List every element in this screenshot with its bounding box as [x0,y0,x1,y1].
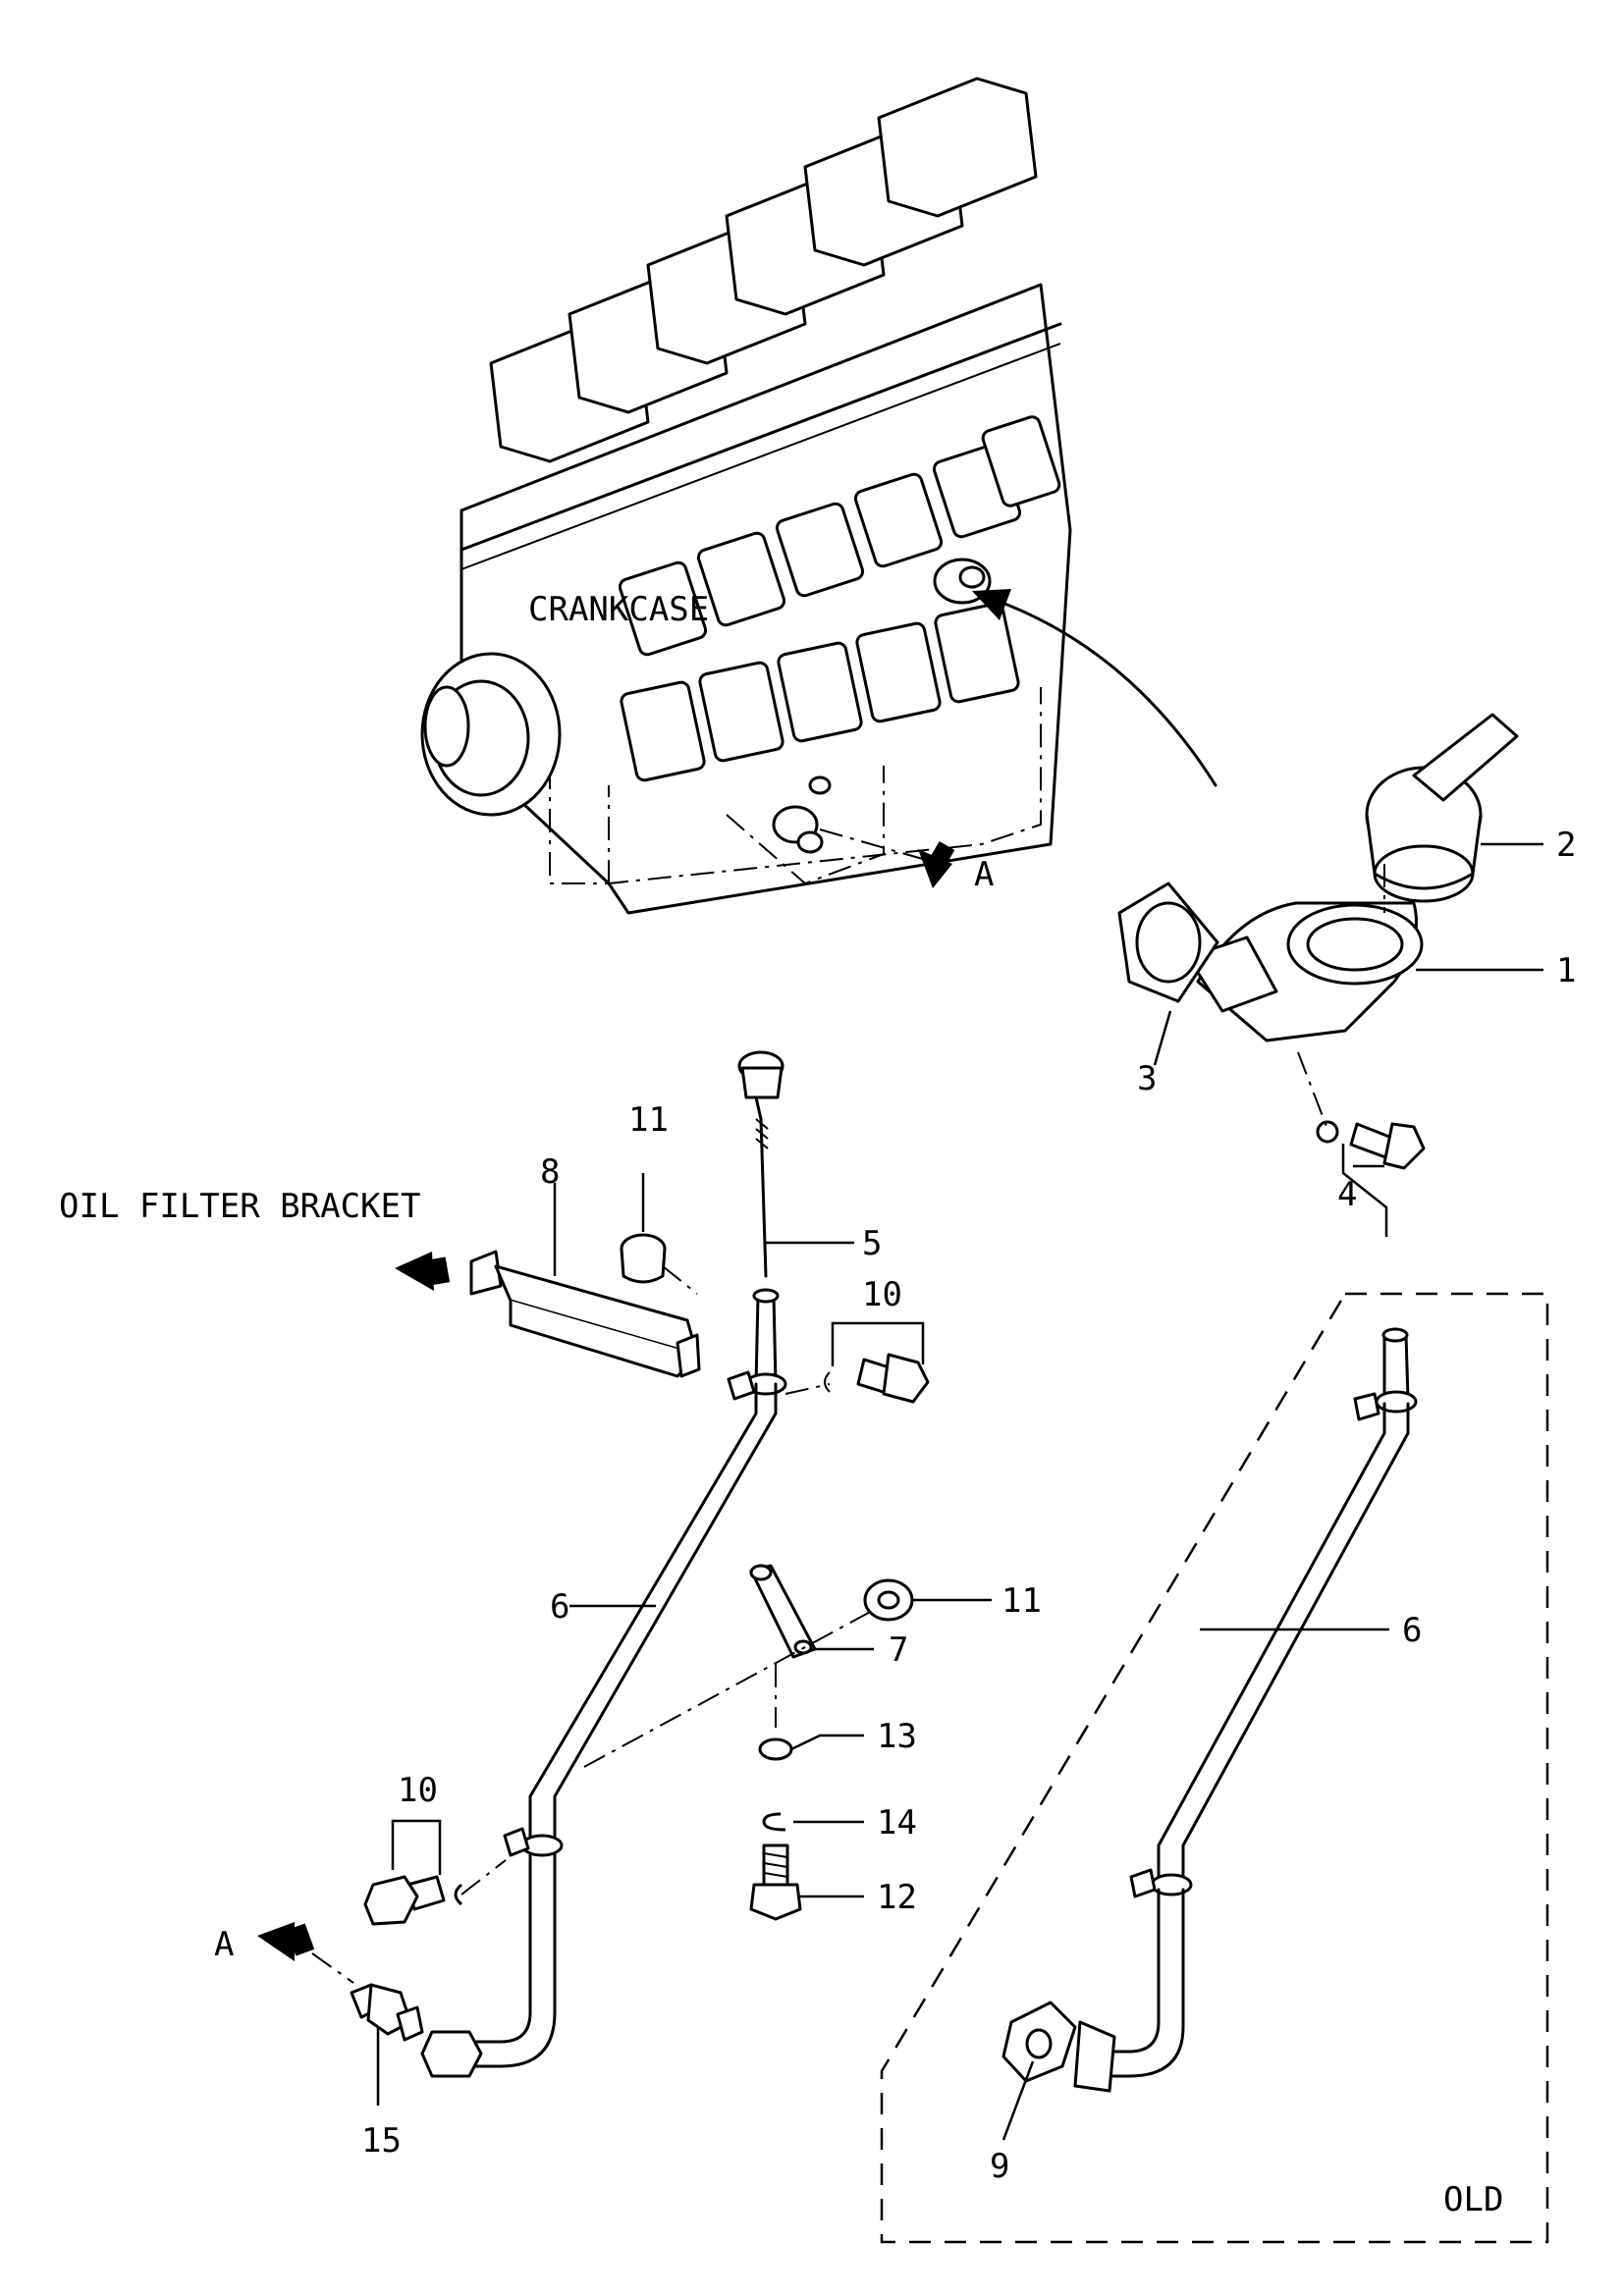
crankcase-label: CRANKCASE [528,590,709,629]
union-fitting [350,1983,424,2042]
old-label: OLD [1443,2180,1503,2219]
oil-filler-cap [1365,713,1519,903]
callout-3: 3 [1137,1059,1157,1098]
callout-11-upper: 11 [628,1100,669,1140]
view-a-arrow-bottom [257,1922,354,1984]
view-a-label-top: A [974,855,994,894]
crankshaft-pulley [420,652,562,817]
callout-6-old: 6 [1402,1611,1422,1650]
engine-block [420,77,1072,915]
callout-11-right: 11 [1001,1581,1042,1621]
callout-1: 1 [1556,951,1576,990]
collar-upper [620,1233,667,1284]
guide-tube [420,1288,787,2078]
callout-14: 14 [877,1803,917,1842]
oil-filter-bracket-label: OIL FILTER BRACKET [59,1187,420,1226]
callout-5: 5 [862,1224,882,1263]
view-a-label-bottom: A [214,1925,234,1964]
callout-6-main: 6 [550,1587,569,1627]
callout-10-lower: 10 [398,1771,438,1810]
bolt-upper [824,1353,930,1404]
callout-9: 9 [990,2147,1009,2186]
callout-7: 7 [889,1630,908,1670]
filler-gasket [1117,881,1219,1003]
callout-2: 2 [1556,826,1576,865]
filler-bolt [1316,1120,1426,1170]
callout-13: 13 [877,1717,917,1756]
oil-filter-bracket [469,1250,701,1378]
dipstick [737,1050,784,1278]
bolt-lower [363,1875,463,1926]
bolt-12 [749,1843,802,1921]
oil-filler-neck [1186,901,1424,1042]
lock-washer-14 [762,1812,786,1832]
bracket-direction-arrow [395,1252,451,1291]
nut-right [863,1578,914,1622]
callout-8: 8 [540,1152,560,1192]
install-arrow [972,589,1217,787]
callout-15: 15 [361,2121,402,2161]
callout-12: 12 [877,1878,917,1917]
block-cover-plates [620,602,1020,782]
callout-4: 4 [1337,1175,1357,1214]
tube-stay [749,1564,817,1659]
exhaust-ports [618,415,1061,657]
callout-10-upper: 10 [862,1275,902,1314]
rocker-covers [489,77,1038,463]
view-a-arrow-top [819,828,955,888]
old-version-box [880,1292,1549,2244]
old-guide-tube [1073,1327,1418,2093]
washer-13 [758,1737,793,1761]
old-flange-gasket [1001,2001,1077,2083]
